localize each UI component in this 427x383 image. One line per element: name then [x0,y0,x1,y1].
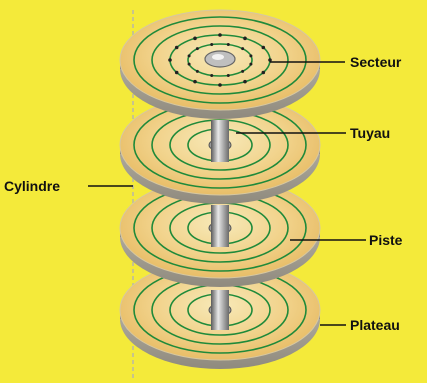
label-track: Piste [369,232,403,248]
sector-marker [193,37,197,41]
sector-marker [210,43,213,46]
sector-marker [175,71,179,75]
label-sector: Secteur [350,54,402,70]
sector-marker [196,47,199,50]
sector-marker [241,47,244,50]
sector-marker [175,46,179,50]
sector-marker [227,74,230,77]
sector-marker [243,37,247,41]
sector-marker [227,43,230,46]
sector-marker [262,71,266,75]
label-cylinder: Cylindre [4,178,60,194]
sector-marker [196,70,199,73]
sector-marker [241,70,244,73]
platter-1 [120,10,320,119]
spindle-2 [211,205,229,247]
label-pipe: Tuyau [350,125,390,141]
spindle-cap-highlight [212,54,224,60]
sector-marker [193,80,197,84]
spindle-3 [211,290,229,330]
spindle-1 [211,120,229,162]
sector-marker [188,63,191,66]
sector-marker [168,58,172,62]
label-platter: Plateau [350,317,400,333]
sector-marker [243,80,247,84]
sector-marker [249,54,252,57]
platters [120,10,320,369]
sector-marker [218,33,222,37]
sector-marker [249,63,252,66]
sector-marker [262,46,266,50]
sector-marker [188,54,191,57]
sector-marker [218,83,222,87]
sector-marker [210,74,213,77]
